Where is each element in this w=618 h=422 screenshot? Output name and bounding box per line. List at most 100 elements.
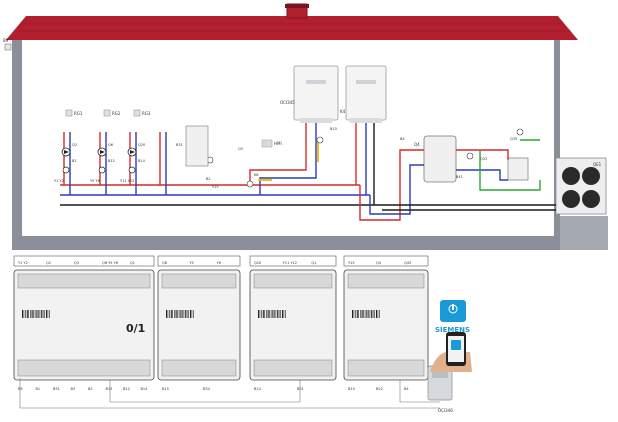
svg-text:RG3: RG3 [142,111,151,116]
terminal-label: B22 [376,387,383,391]
terminal-label: Q4 [376,261,382,265]
house-wall-left [12,40,22,248]
room-units: RG1 RG2 RG3 [65,109,151,117]
terminal-label: B2 [88,387,93,391]
heat-pump-outdoor-unit: QE1 [555,157,607,215]
terminal-label: B14 [254,387,262,391]
terminal-label: Q2 [46,261,51,265]
siemens-app-badge: SIEMENS [435,300,470,334]
dhw-label: Q4 [414,142,420,147]
terminal-label: B13 [106,387,113,391]
terminal-label: Q6 Y5 Y6 [102,261,118,265]
switch-label: 0/1 [126,322,145,335]
hydraulic-label: Y15 [212,185,219,189]
svg-text:Y11 Y12: Y11 Y12 [120,179,134,183]
hydraulic-label: B4 [400,137,405,141]
terminal-label: B4 [404,387,409,391]
terminal-label: B12 [123,387,130,391]
app-icon [440,300,466,322]
storage-tank [423,135,457,183]
terminal-label: B31 [297,387,304,391]
terminal-label: B1 [36,387,41,391]
outdoor-sensor: B9 [3,38,12,51]
svg-text:B12: B12 [108,159,115,163]
smartphone-in-hand [430,332,472,372]
pump-icon [316,136,324,144]
svg-text:QE1: QE1 [593,162,602,167]
svg-text:Q6: Q6 [108,143,113,147]
hydraulic-label: K6 [254,173,259,177]
pump-icon [246,180,254,188]
boiler-2 [345,65,387,123]
terminal-label: Q1 [130,261,135,265]
svg-text:Y1 Y2: Y1 Y2 [54,179,64,183]
boiler-sensor-label: OCI345 [280,100,295,105]
terminal-label: B9 [18,387,23,391]
svg-text:RG1: RG1 [74,111,83,116]
hydraulic-label: B10 [330,127,337,131]
terminal-label: B3 [71,387,76,391]
boiler-contact-label: K4 [340,109,346,114]
hydraulic-label: Q3 [238,147,243,151]
terminal-label: Q8 [162,261,167,265]
room-unit: RG3 [133,109,151,117]
hmi-panel [261,139,273,148]
svg-text:RG2: RG2 [112,111,121,116]
hydraulic-label: Q35 [510,137,517,141]
bus-wiring [19,378,440,409]
house-structure [6,3,608,250]
terminal-label: Y6 [217,261,221,265]
hmi-label: HMI [274,141,282,146]
svg-text:B9: B9 [3,38,9,43]
terminal-label: Q1 [311,261,316,265]
boiler-1 [293,65,339,123]
hydraulic-label: B41 [456,175,463,179]
pump-icon [516,128,524,136]
house-wall-right [554,40,560,248]
svg-text:Y5 Y6: Y5 Y6 [90,179,100,183]
terminal-label: B15 [162,387,169,391]
room-unit: RG1 [65,109,83,117]
buffer-unit [507,157,529,181]
communication-module: OCI346 [427,365,453,413]
ground [560,216,608,250]
svg-text:B1: B1 [72,159,77,163]
brand-name: SIEMENS [435,326,470,334]
svg-text:B14: B14 [138,159,146,163]
hydraulic-label: B31 [176,143,183,147]
svg-text:Q20: Q20 [138,143,145,147]
room-unit: RG2 [103,109,121,117]
terminal-label: Q20 [254,261,261,265]
terminal-label: B10 [348,387,355,391]
house-floor [12,236,608,250]
terminal-label: B34 [203,387,211,391]
terminal-label: Q3 [74,261,79,265]
roof [6,16,578,40]
terminal-label: Y11 Y12 [283,261,297,265]
valve-icon [98,166,106,174]
hydraulic-labels: B3B31Q3B2Y15K6B10B4B41Q33Q35 [176,125,524,189]
valve-icon [128,166,136,174]
terminal-label: B31 [53,387,60,391]
terminal-label: Y1 Y2 [18,261,28,265]
valve-icon [62,166,70,174]
pipework [60,123,556,221]
hydraulic-label: B2 [206,177,211,181]
pump-icon [466,152,474,160]
hydraulic-label: Q33 [480,157,487,161]
svg-text:OCI346: OCI346 [438,408,453,413]
terminal-label: B14 [141,387,149,391]
terminal-label: Y5 [189,261,193,265]
terminal-label: Q45 [404,261,411,265]
terminal-label: Y15 [348,261,355,265]
